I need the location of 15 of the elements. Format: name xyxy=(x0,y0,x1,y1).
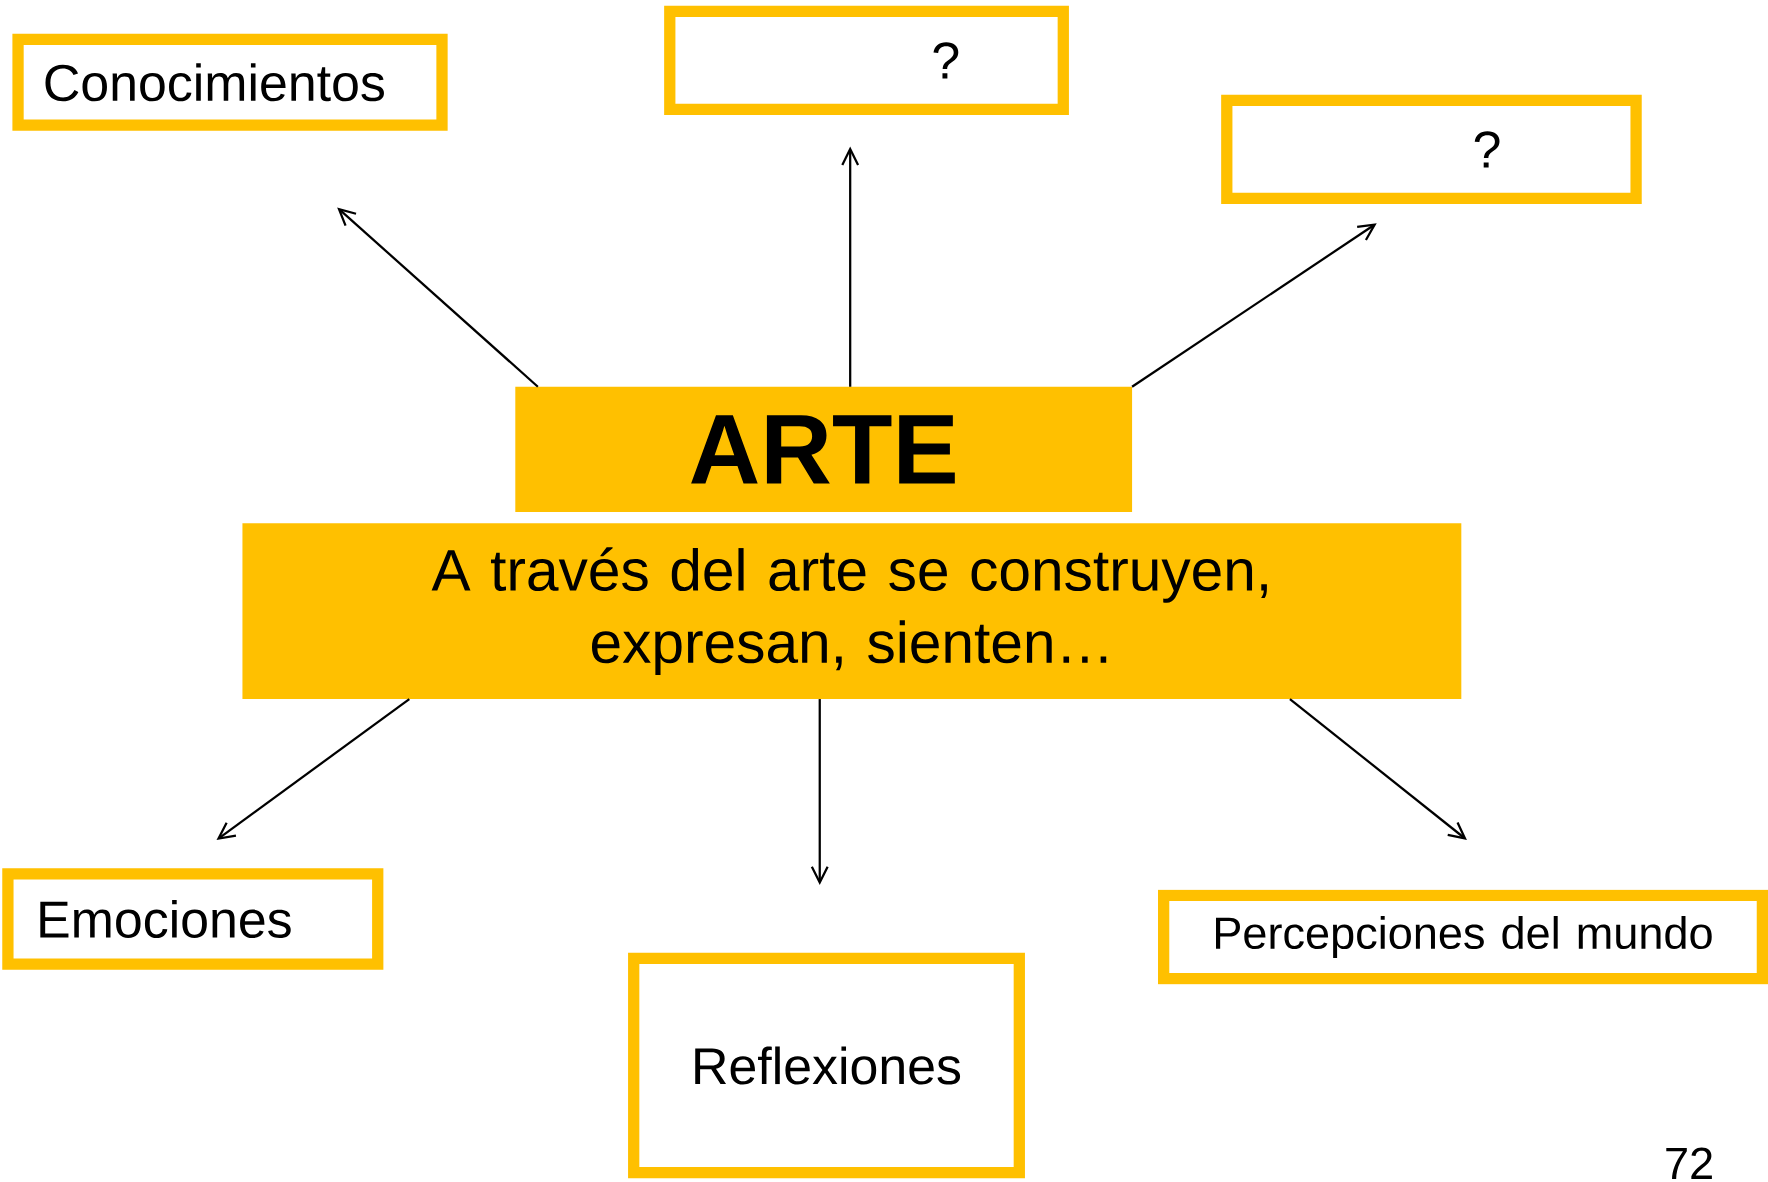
arrow xyxy=(216,698,410,841)
concept-box: Percepciones del mundo xyxy=(1158,889,1768,985)
arrow xyxy=(810,699,829,886)
arrow xyxy=(337,207,539,388)
title-box: ARTE xyxy=(515,386,1133,513)
page-number: 72 xyxy=(1666,1147,1712,1180)
concept-box: ? xyxy=(664,5,1069,116)
concept-box: Emociones xyxy=(2,868,384,970)
concept-box: ? xyxy=(1221,94,1642,205)
arrow xyxy=(1131,223,1377,388)
title-box: A través del arte se construyen, expresan, sienten… xyxy=(242,523,1462,700)
arrow xyxy=(1289,698,1467,841)
concept-box: Conocimientos xyxy=(12,34,448,131)
concept-box: Reflexiones xyxy=(628,952,1025,1179)
arrow xyxy=(841,146,860,387)
